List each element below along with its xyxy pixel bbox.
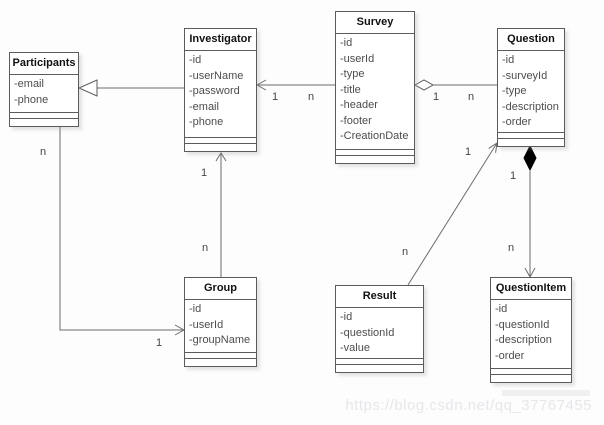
generalization-triangle-icon — [77, 79, 98, 97]
empty-compartment — [185, 359, 256, 366]
empty-compartment — [185, 138, 256, 144]
multiplicity-label: 1 — [510, 170, 517, 182]
class-attribute: -userId — [189, 318, 224, 331]
class-box-questionitem: QuestionItem -id -questionId -descriptio… — [490, 277, 572, 383]
class-box-question: Question -id -surveyId -type -descriptio… — [497, 28, 565, 147]
multiplicity-label: 1 — [433, 91, 440, 103]
class-box-survey: Survey -id -userId -type -title -header … — [335, 11, 415, 164]
empty-compartment — [185, 144, 256, 151]
watermark-artifact — [502, 390, 590, 396]
class-attribute: -password — [189, 85, 240, 97]
class-attribute: -email — [189, 100, 219, 113]
class-title: Survey — [336, 12, 414, 34]
multiplicity-label: n — [308, 91, 315, 103]
class-attribute: -id — [340, 37, 353, 49]
empty-compartment — [498, 139, 564, 146]
multiplicity-label: 1 — [156, 337, 163, 349]
class-attribute: -userId — [340, 52, 375, 65]
empty-compartment — [491, 369, 571, 375]
class-attribute: -type — [502, 85, 527, 97]
empty-compartment — [10, 113, 78, 119]
class-attribute: -description — [502, 100, 559, 113]
class-attribute: -header — [340, 99, 378, 111]
class-title: Investigator — [185, 29, 256, 51]
empty-compartment — [336, 150, 414, 156]
class-attributes: -id -userName -password -email -phone — [185, 51, 256, 138]
class-attribute: -id — [189, 54, 202, 66]
class-attribute: -type — [340, 68, 365, 80]
class-attribute: -CreationDate — [340, 130, 409, 142]
association-line-participants-group — [59, 127, 186, 336]
composition-diamond-icon — [523, 144, 537, 172]
class-attribute: -questionId — [495, 318, 550, 331]
class-attribute: -title — [340, 83, 361, 96]
class-title: Participants — [10, 53, 78, 75]
class-attribute: -phone — [14, 93, 49, 106]
class-title: Question — [498, 29, 564, 51]
class-attribute: -id — [502, 54, 515, 66]
empty-compartment — [185, 353, 256, 359]
multiplicity-label: 1 — [465, 146, 472, 158]
multiplicity-label: n — [202, 242, 209, 254]
class-attribute: -id — [189, 303, 202, 315]
class-attribute: -footer — [340, 114, 372, 127]
open-arrowhead-icon — [255, 79, 267, 91]
class-title: Group — [185, 278, 256, 300]
multiplicity-label: n — [468, 91, 475, 103]
class-attribute: -id — [495, 303, 508, 315]
class-attribute: -value — [340, 342, 370, 354]
class-attribute: -id — [340, 311, 353, 323]
class-attribute: -email — [14, 78, 44, 90]
class-title: Result — [336, 286, 423, 308]
empty-compartment — [336, 365, 423, 372]
multiplicity-label: 1 — [272, 91, 279, 103]
multiplicity-label: 1 — [201, 167, 208, 179]
empty-compartment — [10, 119, 78, 126]
association-line-result-question — [407, 141, 498, 286]
class-attribute: -groupName — [189, 334, 251, 346]
class-attributes: -id -userId -type -title -header -footer… — [336, 34, 414, 150]
class-attributes: -email -phone — [10, 75, 78, 113]
class-title: QuestionItem — [491, 278, 571, 300]
class-attribute: -userName — [189, 69, 244, 82]
aggregation-diamond-icon — [413, 79, 435, 91]
class-attributes: -id -questionId -description -order — [491, 300, 571, 369]
class-attributes: -id -userId -groupName — [185, 300, 256, 353]
multiplicity-label: n — [402, 246, 409, 258]
class-attribute: -order — [502, 116, 532, 128]
class-box-participants: Participants -email -phone — [9, 52, 79, 127]
multiplicity-label: n — [508, 242, 515, 254]
empty-compartment — [336, 359, 423, 365]
empty-compartment — [498, 133, 564, 139]
class-attributes: -id -questionId -value — [336, 308, 423, 359]
empty-compartment — [491, 375, 571, 382]
class-box-investigator: Investigator -id -userName -password -em… — [184, 28, 257, 152]
class-attribute: -questionId — [340, 326, 395, 339]
empty-compartment — [336, 156, 414, 163]
association-line-group-investigator — [215, 152, 227, 277]
watermark: https://blog.csdn.net/qq_37767455 — [345, 397, 592, 414]
multiplicity-label: n — [40, 146, 47, 158]
class-box-group: Group -id -userId -groupName — [184, 277, 257, 367]
class-box-result: Result -id -questionId -value — [335, 285, 424, 373]
composition-line-question-questionitem — [524, 170, 536, 279]
class-attribute: -phone — [189, 116, 224, 128]
class-attribute: -surveyId — [502, 69, 548, 82]
class-attribute: -description — [495, 334, 552, 346]
class-attributes: -id -surveyId -type -description -order — [498, 51, 564, 133]
class-attribute: -order — [495, 349, 525, 362]
